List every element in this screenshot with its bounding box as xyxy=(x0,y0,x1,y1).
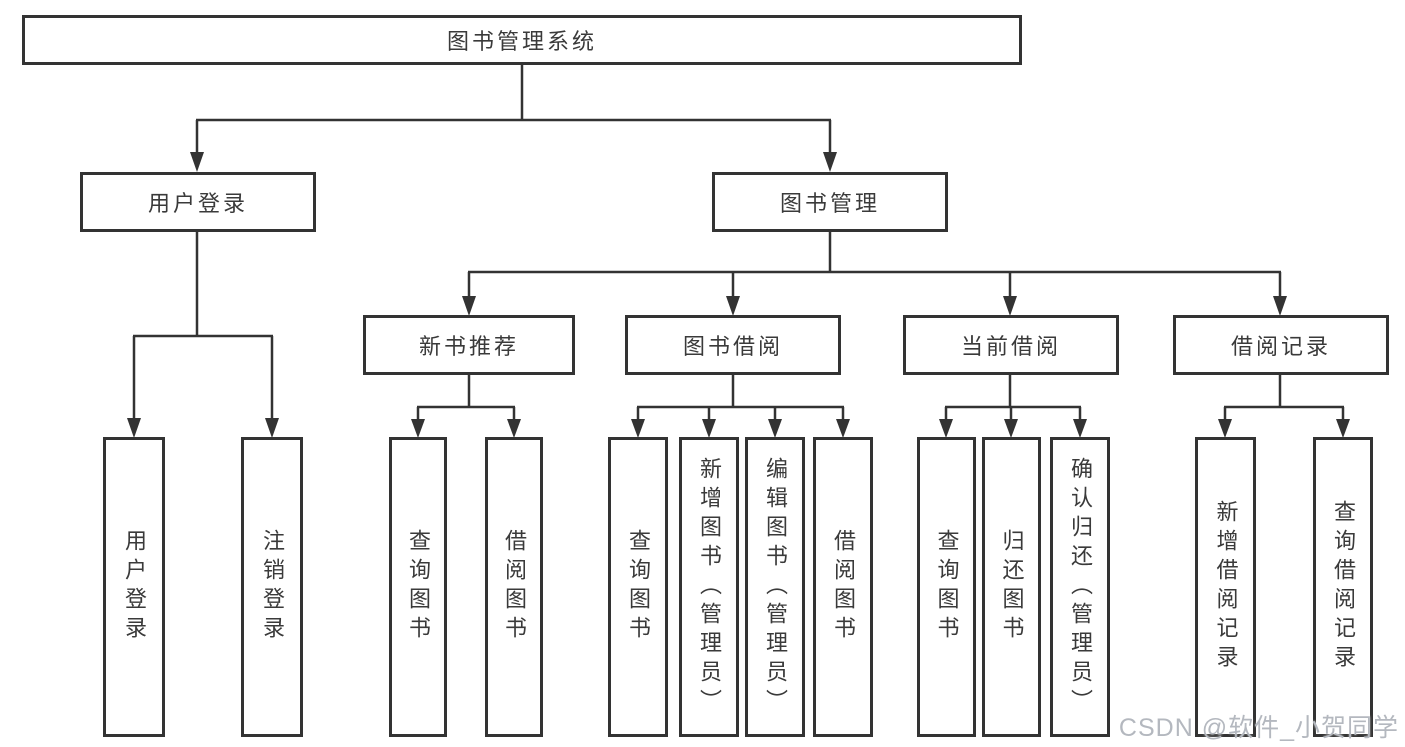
leaf-add-books-admin: 新增图书（管理员） xyxy=(679,437,739,737)
leaf-return-books: 归还图书 xyxy=(982,437,1041,737)
arrowhead-down-icon xyxy=(265,418,279,438)
node-root: 图书管理系统 xyxy=(22,15,1022,65)
node-current-borrow-label: 当前借阅 xyxy=(960,334,1061,359)
leaf-return-books-label: 归还图书 xyxy=(999,529,1025,645)
connector-new-book-recommend xyxy=(411,375,521,438)
node-book-borrow: 图书借阅 xyxy=(625,315,841,375)
leaf-borrow-books-2: 借阅图书 xyxy=(813,437,873,737)
node-new-book-recommend-label: 新书推荐 xyxy=(418,334,519,359)
arrowhead-down-icon xyxy=(1336,419,1350,438)
arrowhead-down-icon xyxy=(127,418,141,438)
connector-book-management xyxy=(462,232,1287,316)
arrowhead-down-icon xyxy=(462,296,476,316)
leaf-query-borrow-record: 查询借阅记录 xyxy=(1313,437,1373,737)
node-book-borrow-label: 图书借阅 xyxy=(682,334,783,359)
leaf-query-books-3: 查询图书 xyxy=(917,437,976,737)
node-book-management: 图书管理 xyxy=(712,172,948,232)
leaf-edit-books-admin-label: 编辑图书（管理员） xyxy=(763,456,788,718)
node-book-management-label: 图书管理 xyxy=(779,191,880,216)
leaf-confirm-return-admin-label: 确认归还（管理员） xyxy=(1068,456,1093,718)
leaf-add-borrow-record-label: 新增借阅记录 xyxy=(1213,500,1239,674)
arrowhead-down-icon xyxy=(190,152,204,172)
leaf-query-books-1-label: 查询图书 xyxy=(406,529,431,645)
arrowhead-down-icon xyxy=(1003,296,1017,316)
node-user-login-label: 用户登录 xyxy=(147,191,248,216)
leaf-user-login: 用户登录 xyxy=(103,437,165,737)
leaf-borrow-books-1: 借阅图书 xyxy=(485,437,543,737)
arrowhead-down-icon xyxy=(411,419,425,438)
leaf-query-books-2: 查询图书 xyxy=(608,437,668,737)
leaf-logout: 注销登录 xyxy=(241,437,303,737)
leaf-query-books-2-label: 查询图书 xyxy=(626,529,651,645)
arrowhead-down-icon xyxy=(726,296,740,316)
arrowhead-down-icon xyxy=(1004,419,1018,438)
leaf-confirm-return-admin: 确认归还（管理员） xyxy=(1050,437,1110,737)
leaf-logout-label: 注销登录 xyxy=(260,529,285,645)
leaf-query-books-1: 查询图书 xyxy=(389,437,447,737)
arrowhead-down-icon xyxy=(823,152,837,172)
leaf-user-login-label: 用户登录 xyxy=(122,529,147,645)
leaf-borrow-books-1-label: 借阅图书 xyxy=(502,529,527,645)
connector-book-borrow xyxy=(631,375,850,438)
node-root-label: 图书管理系统 xyxy=(446,29,597,54)
node-current-borrow: 当前借阅 xyxy=(903,315,1119,375)
connector-user-login xyxy=(127,232,279,438)
leaf-borrow-books-2-label: 借阅图书 xyxy=(831,529,856,645)
leaf-query-borrow-record-label: 查询借阅记录 xyxy=(1331,500,1356,674)
connector-borrow-records xyxy=(1218,375,1350,438)
node-borrow-records-label: 借阅记录 xyxy=(1230,334,1331,359)
arrowhead-down-icon xyxy=(836,419,850,438)
leaf-edit-books-admin: 编辑图书（管理员） xyxy=(745,437,805,737)
node-borrow-records: 借阅记录 xyxy=(1173,315,1389,375)
leaf-add-borrow-record: 新增借阅记录 xyxy=(1195,437,1256,737)
arrowhead-down-icon xyxy=(702,419,716,438)
arrowhead-down-icon xyxy=(1073,419,1087,438)
arrowhead-down-icon xyxy=(768,419,782,438)
arrowhead-down-icon xyxy=(631,419,645,438)
arrowhead-down-icon xyxy=(507,419,521,438)
leaf-add-books-admin-label: 新增图书（管理员） xyxy=(697,456,722,718)
node-new-book-recommend: 新书推荐 xyxy=(363,315,575,375)
arrowhead-down-icon xyxy=(939,419,953,438)
leaf-query-books-3-label: 查询图书 xyxy=(934,529,960,645)
arrowhead-down-icon xyxy=(1273,296,1287,316)
arrowhead-down-icon xyxy=(1218,419,1232,438)
connector-root xyxy=(190,65,837,172)
connector-current-borrow xyxy=(939,375,1087,438)
csdn-watermark: CSDN @软件_小贺同学 xyxy=(1118,714,1399,742)
node-user-login: 用户登录 xyxy=(80,172,316,232)
